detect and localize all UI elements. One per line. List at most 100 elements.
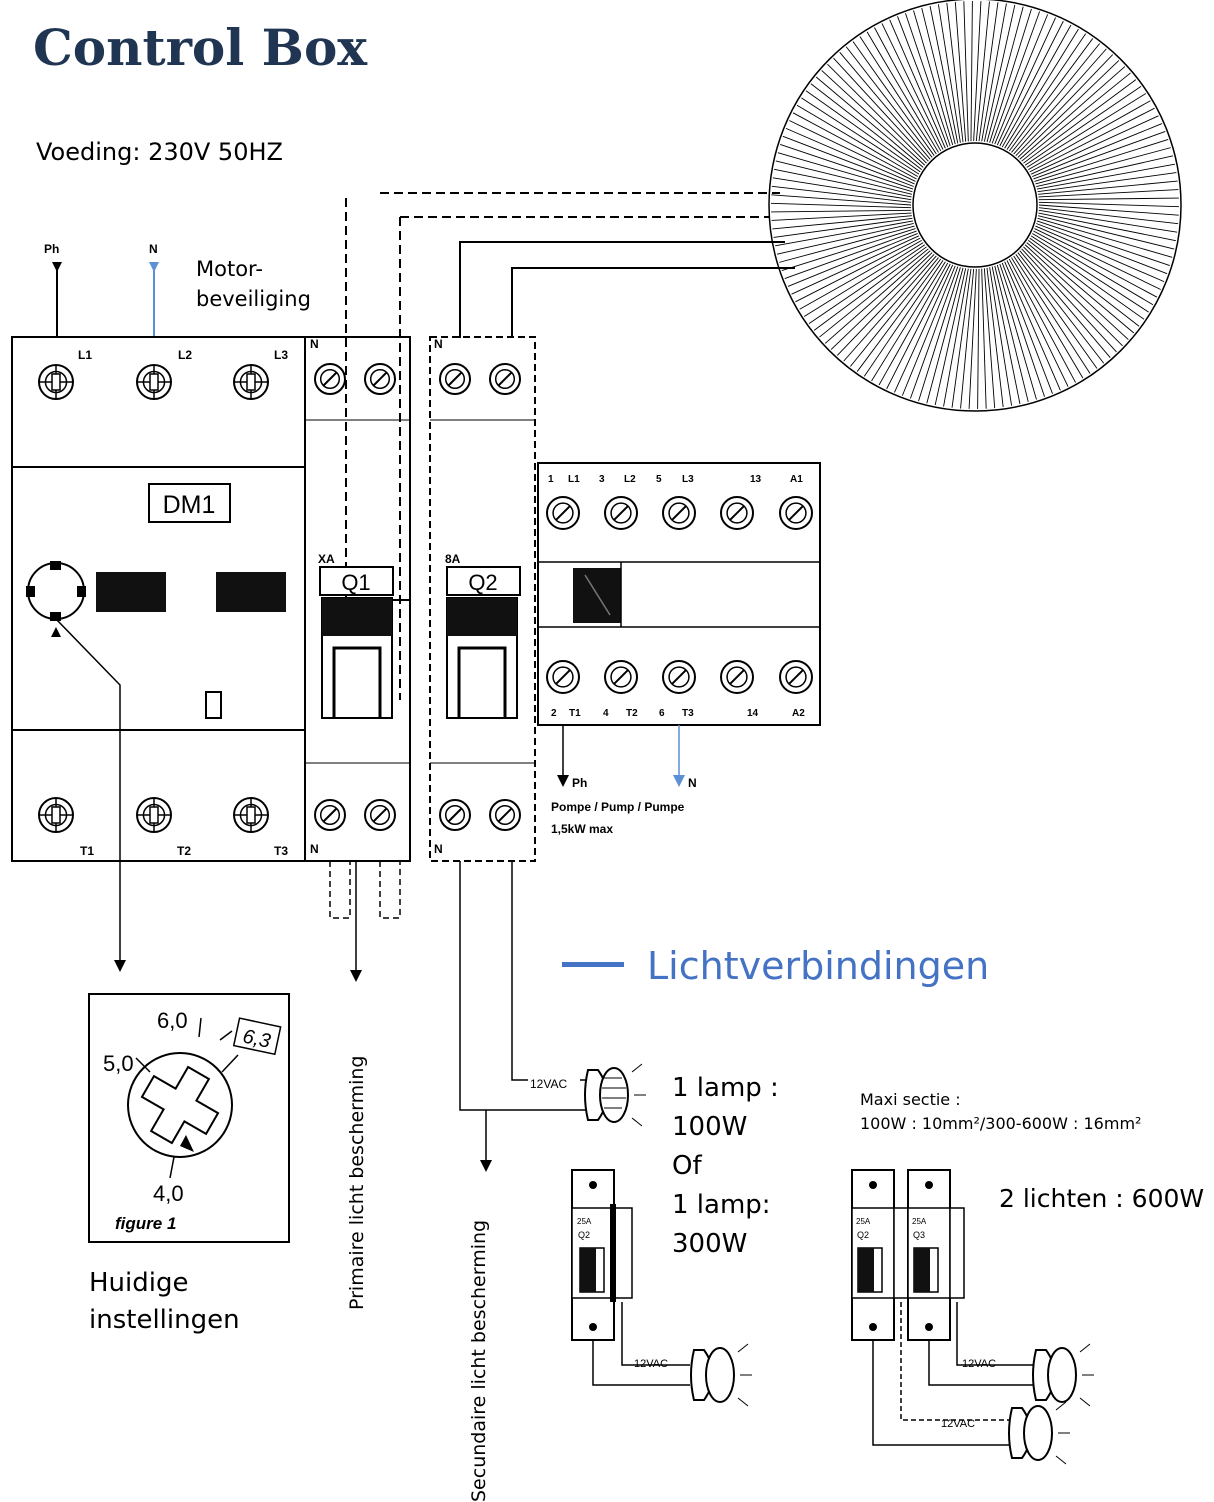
toroid-winding bbox=[1028, 240, 1140, 327]
pump-power-label: 1,5kW max bbox=[551, 822, 613, 836]
contactor-bottom-label: 4 bbox=[603, 708, 609, 719]
q1-top-screw bbox=[314, 363, 346, 395]
toroid-winding bbox=[801, 97, 920, 175]
toroid-winding bbox=[1024, 86, 1142, 166]
toroid-winding bbox=[1036, 220, 1170, 266]
toroid-winding bbox=[827, 63, 927, 164]
contactor-top-label: 5 bbox=[656, 474, 662, 485]
lamp-option-line-2: 100W bbox=[672, 1112, 748, 1142]
toroid-winding bbox=[776, 223, 914, 255]
mini-breaker-b-label: Q3 bbox=[913, 1230, 925, 1240]
toroid-winding bbox=[1008, 38, 1094, 152]
toroid-winding bbox=[977, 268, 980, 409]
toroid-winding bbox=[771, 185, 912, 203]
legend-swatch bbox=[562, 962, 624, 967]
toroid-winding bbox=[852, 41, 935, 156]
toroid-winding bbox=[780, 144, 914, 190]
dm1-top-screw bbox=[136, 364, 172, 400]
toroid-winding bbox=[889, 19, 946, 149]
contactor-bottom-label: 2 bbox=[551, 708, 557, 719]
toroidal-transformer bbox=[768, 0, 1182, 412]
toroid-winding bbox=[1006, 260, 1069, 387]
contactor-top-label: 13 bbox=[750, 474, 762, 485]
max-section-note: Maxi sectie : 100W : 10mm²/300-600W : 16… bbox=[860, 1088, 1141, 1136]
lamp-options: 1 lamp : 100W Of 1 lamp: 300W bbox=[672, 1069, 779, 1264]
dm1-motor-protection: L1 L2 L3 T1 T2 T3 DM1 bbox=[11, 336, 306, 972]
contactor-top-label: A1 bbox=[790, 474, 803, 485]
toroid-winding bbox=[1029, 107, 1155, 173]
q2-bottom-screw bbox=[439, 799, 471, 831]
two-lights-label: 2 lichten : 600W bbox=[999, 1184, 1205, 1213]
toroid-winding bbox=[921, 7, 956, 145]
toroid-winding bbox=[1011, 43, 1101, 153]
primary-light-protection-label: Primaire licht bescherming bbox=[346, 1055, 368, 1311]
toroid-winding bbox=[1030, 115, 1159, 175]
terminal-T3: T3 bbox=[274, 844, 288, 858]
toroid-winding bbox=[1032, 123, 1163, 177]
neutral-label: N bbox=[149, 242, 158, 256]
toroid-winding bbox=[989, 8, 1032, 143]
mini-breaker-a-label: Q2 bbox=[857, 1230, 869, 1240]
dm1-bottom-screw bbox=[38, 797, 74, 833]
mini-breaker-b-rating: 25A bbox=[912, 1217, 927, 1226]
toroid-winding bbox=[989, 267, 1013, 406]
toroid-winding bbox=[774, 168, 912, 198]
mini-breaker-single-rating: 25A bbox=[577, 1217, 592, 1226]
terminal-L1: L1 bbox=[78, 348, 92, 362]
toroid-winding bbox=[819, 248, 929, 338]
toroid-winding bbox=[981, 3, 1007, 142]
dm1-top-screw bbox=[38, 364, 74, 400]
q1-neutral-bottom: N bbox=[310, 842, 319, 856]
terminal-L3: L3 bbox=[274, 348, 288, 362]
toroid-winding bbox=[1038, 197, 1179, 201]
toroid-winding bbox=[1038, 189, 1179, 198]
toroid-winding bbox=[934, 268, 967, 406]
q1-neutral-top: N bbox=[310, 337, 319, 351]
toroid-winding bbox=[792, 112, 917, 180]
q2-top-screw bbox=[489, 363, 521, 395]
dm1-bottom-screw bbox=[136, 797, 172, 833]
toroid-winding bbox=[805, 90, 921, 173]
toroid-winding bbox=[1035, 225, 1165, 283]
power-supply-label: Voeding: 230V 50HZ bbox=[36, 138, 283, 166]
toroid-winding bbox=[1023, 246, 1123, 347]
dial-value-5-0: 5,0 bbox=[103, 1051, 134, 1076]
q2-neutral-top: N bbox=[434, 337, 443, 351]
q1-bottom-screw bbox=[364, 799, 396, 831]
toroid-winding bbox=[785, 127, 915, 185]
toroid-winding bbox=[1036, 223, 1168, 275]
toroid-winding bbox=[1017, 252, 1105, 364]
toroid-winding bbox=[1038, 204, 1179, 216]
toroid-winding bbox=[983, 4, 1016, 142]
toroid-winding bbox=[856, 258, 942, 372]
toroid-winding bbox=[996, 264, 1037, 400]
toroid-winding bbox=[791, 235, 920, 295]
toroid-winding bbox=[849, 257, 939, 367]
q2-rating: 8A bbox=[445, 552, 461, 566]
toroid-winding bbox=[833, 57, 929, 162]
toroid-winding bbox=[918, 267, 961, 402]
contactor-bottom-screw bbox=[604, 660, 638, 694]
q1-top-screw bbox=[364, 363, 396, 395]
contactor-top-label: 3 bbox=[599, 474, 605, 485]
toroid-winding bbox=[1015, 254, 1098, 369]
toroid-winding bbox=[1036, 155, 1174, 187]
lamp-main-voltage: 12VAC bbox=[530, 1077, 567, 1091]
terminal-L2: L2 bbox=[178, 348, 192, 362]
toroid-winding bbox=[1024, 244, 1129, 340]
toroid-winding bbox=[981, 268, 987, 409]
toroid-winding bbox=[1013, 48, 1107, 155]
toroid-winding bbox=[1030, 235, 1149, 313]
toroid-winding bbox=[1026, 242, 1135, 334]
motor-protection-line-1: Motor- bbox=[196, 257, 263, 281]
toroid-winding bbox=[1006, 33, 1087, 150]
legend-label: Lichtverbindingen bbox=[647, 944, 990, 988]
toroid-winding bbox=[968, 268, 977, 409]
toroid-winding bbox=[986, 6, 1024, 143]
toroid-winding bbox=[1037, 215, 1175, 250]
contactor-bottom-screw bbox=[662, 660, 696, 694]
toroid-winding bbox=[772, 177, 912, 201]
toroid-winding bbox=[874, 27, 942, 152]
